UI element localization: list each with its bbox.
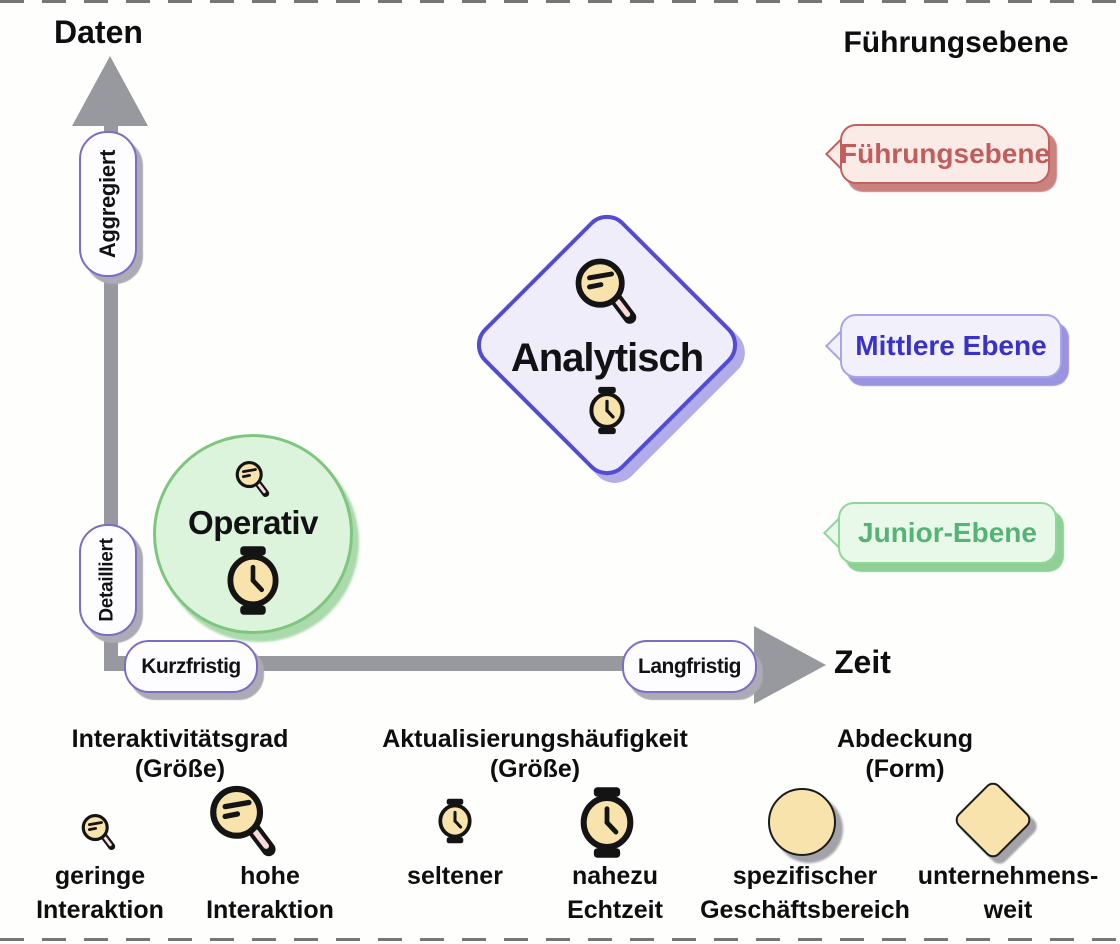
label-hohe-interaktion: hohe Interaktion xyxy=(206,862,334,924)
aggregiert-text: Aggregiert xyxy=(95,149,120,259)
legend-group-update-frequency: Aktualisierungshäufigkeit (Größe) selten… xyxy=(355,724,715,924)
label-spezifischer-geschaeftsbereich: spezifischer Geschäftsbereich xyxy=(700,862,910,924)
top-border-line xyxy=(0,0,1120,3)
group2-subtitle: (Größe) xyxy=(489,755,581,784)
label-seltener: seltener xyxy=(407,862,503,890)
y-axis-title: Daten xyxy=(54,14,143,50)
magnifier-small-icon xyxy=(81,813,116,851)
node-analytisch: Analytisch xyxy=(466,204,748,486)
y-axis-label-aggregiert: Aggregiert xyxy=(79,131,137,277)
kurzfristig-text: Kurzfristig xyxy=(141,654,241,678)
x-axis-label-kurzfristig: Kurzfristig xyxy=(124,640,258,693)
tag-mittlere-ebene-label: Mittlere Ebene xyxy=(840,314,1062,378)
label-unternehmensweit: unternehmens- weit xyxy=(917,862,1099,924)
watch-large-icon xyxy=(580,787,634,858)
watch-small-icon xyxy=(589,386,625,435)
diamond-shape-icon xyxy=(951,778,1035,862)
group3-subtitle: (Form) xyxy=(865,755,945,784)
y-axis-arrowhead-icon xyxy=(72,56,148,126)
x-axis-title: Zeit xyxy=(834,644,891,680)
tag-fuehrungsebene-label: Führungsebene xyxy=(840,124,1050,184)
circle-shape-icon xyxy=(768,788,836,856)
x-axis-arrowhead-icon xyxy=(754,626,826,704)
group2-title: Aktualisierungshäufigkeit xyxy=(382,725,688,753)
tag-mittlere-ebene: Mittlere Ebene xyxy=(825,314,1062,378)
analytisch-content: Analytisch xyxy=(482,220,732,470)
y-axis-label-detailliert: Detailliert xyxy=(79,524,137,636)
watch-large-icon xyxy=(227,546,279,615)
bottom-border-line xyxy=(0,938,1120,941)
group1-title: Interaktivitätsgrad xyxy=(71,725,289,753)
legend-levels-title: Führungsebene xyxy=(843,26,1069,59)
magnifier-large-icon xyxy=(575,258,637,324)
operativ-label: Operativ xyxy=(188,504,318,541)
x-axis-line xyxy=(104,656,756,671)
tag-fuehrungsebene: Führungsebene xyxy=(825,124,1050,184)
tag-junior-ebene-label: Junior-Ebene xyxy=(838,502,1057,564)
magnifier-small-icon xyxy=(235,460,270,498)
analytisch-label: Analytisch xyxy=(510,336,704,380)
watch-small-icon xyxy=(438,798,472,844)
label-nahezu-echtzeit: nahezu Echtzeit xyxy=(567,862,663,924)
tag-junior-ebene: Junior-Ebene xyxy=(823,502,1057,564)
group3-title: Abdeckung xyxy=(836,725,974,753)
group1-subtitle: (Größe) xyxy=(134,755,226,784)
legend-group-coverage: Abdeckung (Form) spezifischer Geschäftsb… xyxy=(690,724,1120,924)
magnifier-large-icon xyxy=(210,785,276,857)
x-axis-label-langfristig: Langfristig xyxy=(622,640,757,693)
node-operativ: Operativ xyxy=(153,434,353,634)
detailliert-text: Detailliert xyxy=(97,538,119,622)
legend-group-interactivity: Interaktivitätsgrad (Größe) geringe Inte… xyxy=(20,724,340,924)
langfristig-text: Langfristig xyxy=(638,654,742,678)
label-geringe-interaktion: geringe Interaktion xyxy=(36,862,164,924)
